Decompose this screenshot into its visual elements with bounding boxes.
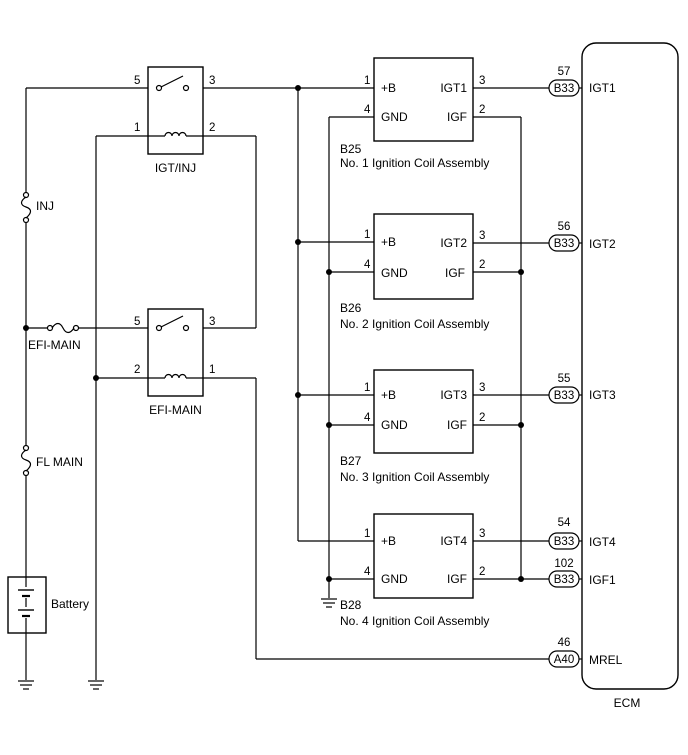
ecm-terminal-igf1: B33 102 IGF1 (548, 558, 616, 588)
ignition-coil-4: +B GND IGT4 IGF 1 4 3 2 B28 No. 4 Igniti… (340, 513, 489, 628)
ignition-coil-1: +B GND IGT1 IGF 1 4 3 2 B25 No. 1 Igniti… (340, 57, 489, 170)
ecm-signal: IGT4 (589, 535, 616, 549)
coil-pin: 3 (479, 230, 485, 242)
junction-dots (23, 85, 524, 582)
coil-pin: 4 (364, 104, 371, 116)
ecm: ECM (581, 42, 679, 710)
fuse-inj: INJ (20, 191, 54, 224)
connector-pin: 56 (558, 221, 571, 233)
relay-pin: 1 (134, 122, 140, 134)
ground-icon (18, 680, 34, 690)
connector-pin: 46 (558, 637, 571, 649)
coil-terminal-igf: IGF (447, 418, 467, 432)
coil-terminal-b: +B (381, 235, 396, 249)
coil-pin: 1 (364, 229, 370, 241)
coil-name: No. 2 Ignition Coil Assembly (340, 317, 489, 331)
wires (25, 87, 582, 680)
coil-terminal-b: +B (381, 388, 396, 402)
connector-pin: 102 (554, 558, 573, 570)
coil-pin: 3 (479, 382, 485, 394)
coil-terminal-igf: IGF (447, 572, 467, 586)
coil-pin: 4 (364, 566, 371, 578)
ecm-terminal-igt1: B33 57 IGT1 (548, 66, 616, 97)
ecm-terminal-igt3: B33 55 IGT3 (548, 373, 616, 404)
coil-pin: 2 (479, 566, 485, 578)
relay-efi-main-label: EFI-MAIN (149, 403, 202, 417)
fuse-fl-main-label: FL MAIN (36, 455, 83, 469)
ecm-label: ECM (614, 696, 641, 710)
ground-icon (88, 680, 104, 690)
relay-pin: 1 (209, 364, 215, 376)
connector-code: B33 (554, 390, 574, 402)
coil-pin: 1 (364, 382, 370, 394)
coil-code: B28 (340, 598, 362, 612)
coil-code: B25 (340, 142, 362, 156)
coil-terminal-igt: IGT2 (440, 236, 467, 250)
coil-terminal-igf: IGF (447, 110, 467, 124)
coil-terminal-b: +B (381, 81, 396, 95)
ignition-coil-2: +B GND IGT2 IGF 1 4 3 2 B26 No. 2 Igniti… (340, 213, 489, 331)
coil-pin: 4 (364, 259, 371, 271)
relay-igt-inj: 5 3 1 2 IGT/INJ (134, 66, 215, 175)
coil-name: No. 1 Ignition Coil Assembly (340, 156, 489, 170)
connector-code: A40 (554, 654, 574, 666)
connector-pin: 55 (558, 373, 571, 385)
connector-code: B33 (554, 536, 574, 548)
coil-terminal-gnd: GND (381, 266, 408, 280)
ecm-terminal-mrel: A40 46 MREL (548, 637, 623, 668)
coil-name: No. 3 Ignition Coil Assembly (340, 470, 489, 484)
ecm-signal: IGT2 (589, 237, 616, 251)
coil-terminal-b: +B (381, 534, 396, 548)
coil-pin: 1 (364, 75, 370, 87)
ecm-signal: MREL (589, 653, 623, 667)
coil-pin: 3 (479, 75, 485, 87)
connector-pin: 57 (558, 66, 571, 78)
relay-efi-main: 5 3 2 1 EFI-MAIN (134, 308, 215, 417)
relay-pin: 2 (134, 364, 140, 376)
connector-pin: 54 (558, 517, 571, 529)
coil-pin: 2 (479, 412, 485, 424)
coil-code: B27 (340, 454, 362, 468)
relay-igt-inj-label: IGT/INJ (155, 161, 196, 175)
connector-code: B33 (554, 574, 574, 586)
relay-pin: 3 (209, 316, 215, 328)
ground-icon (321, 598, 337, 608)
coil-terminal-igt: IGT3 (440, 388, 467, 402)
fuse-efi-main: EFI-MAIN (28, 322, 81, 352)
connector-code: B33 (554, 238, 574, 250)
coil-pin: 3 (479, 528, 485, 540)
relay-pin: 3 (209, 75, 215, 87)
relay-pin: 5 (134, 316, 140, 328)
coil-terminal-gnd: GND (381, 572, 408, 586)
battery-label: Battery (51, 597, 89, 611)
coil-terminal-igf: IGF (445, 266, 465, 280)
coil-terminal-gnd: GND (381, 418, 408, 432)
fuse-efi-main-label: EFI-MAIN (28, 338, 81, 352)
coil-pin: 2 (479, 259, 485, 271)
coil-pin: 1 (364, 528, 370, 540)
ignition-coil-3: +B GND IGT3 IGF 1 4 3 2 B27 No. 3 Igniti… (340, 369, 489, 484)
coil-code: B26 (340, 301, 362, 315)
ecm-signal: IGT1 (589, 81, 616, 95)
battery: Battery (7, 576, 89, 634)
ecm-terminal-igt4: B33 54 IGT4 (548, 517, 616, 550)
ecm-signal: IGT3 (589, 388, 616, 402)
ecm-signal: IGF1 (589, 573, 616, 587)
coil-terminal-igt: IGT1 (440, 81, 467, 95)
relay-pin: 2 (209, 122, 215, 134)
coil-pin: 2 (479, 104, 485, 116)
fuse-fl-main: FL MAIN (20, 444, 83, 477)
coil-name: No. 4 Ignition Coil Assembly (340, 614, 489, 628)
connector-code: B33 (554, 83, 574, 95)
ecm-terminal-igt2: B33 56 IGT2 (548, 221, 616, 252)
fuse-inj-label: INJ (36, 199, 54, 213)
coil-pin: 4 (364, 412, 371, 424)
coil-terminal-igt: IGT4 (440, 534, 467, 548)
coil-terminal-gnd: GND (381, 110, 408, 124)
relay-pin: 5 (134, 75, 140, 87)
